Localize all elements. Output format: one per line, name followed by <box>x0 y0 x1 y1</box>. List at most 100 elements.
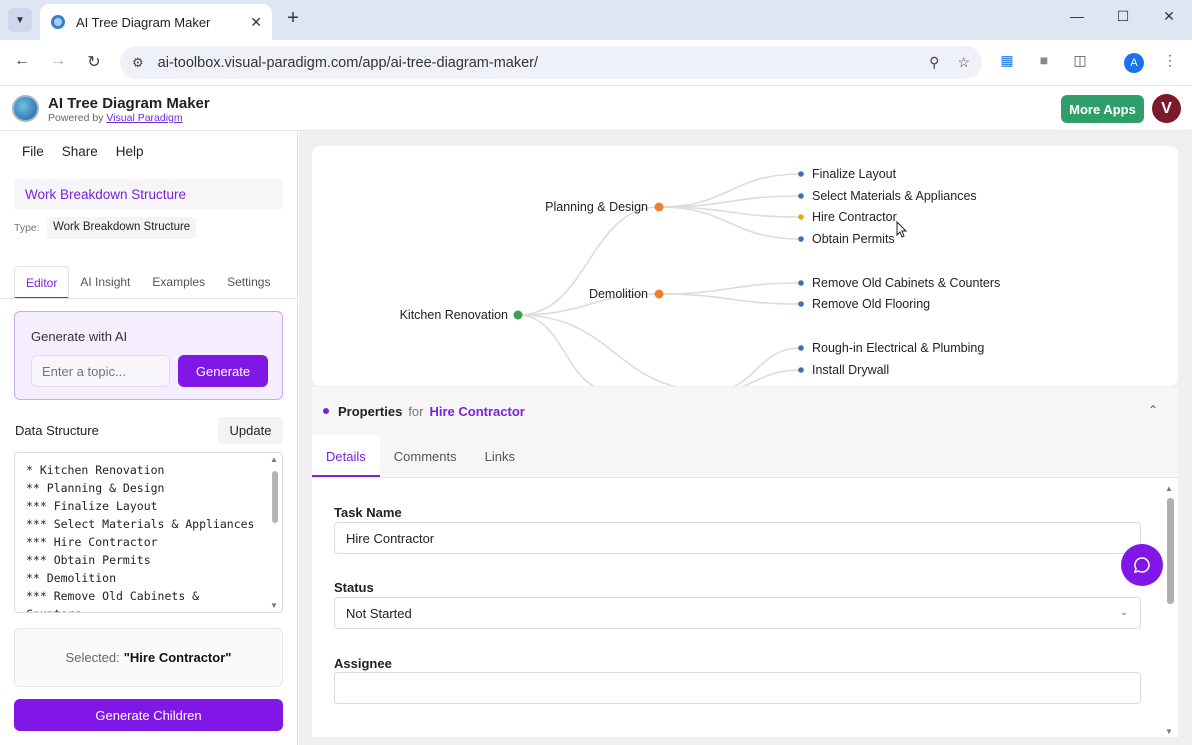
menu-help[interactable]: Help <box>115 144 144 159</box>
powered-by: Powered by Visual Paradigm <box>48 112 183 124</box>
chat-bubble-icon <box>1133 557 1150 574</box>
tree-link <box>517 314 677 386</box>
tree-diagram[interactable]: Kitchen Renovation Planning & Design Final… <box>312 146 1178 386</box>
branch-node-label[interactable]: Planning & Design <box>545 200 648 214</box>
type-value: Work Breakdown Structure <box>47 217 197 239</box>
tree-link <box>658 195 802 208</box>
generate-button[interactable]: Generate <box>178 355 268 387</box>
leaf-node-label[interactable]: Finalize Layout <box>812 167 897 181</box>
chevron-down-icon: ⌄ <box>1119 607 1128 618</box>
sidebar-tabs: Editor AI Insight Examples Settings <box>14 266 284 299</box>
generate-children-button[interactable]: Generate Children <box>14 699 283 731</box>
browser-tab[interactable]: AI Tree Diagram Maker ✕ <box>40 4 272 40</box>
tree-link <box>517 293 660 316</box>
chat-button[interactable] <box>1121 544 1163 586</box>
tab-examples[interactable]: Examples <box>152 275 206 289</box>
url-text[interactable]: ai-toolbox.visual-paradigm.com/app/ai-tr… <box>157 54 539 71</box>
leaf-node-label[interactable]: Remove Old Flooring <box>812 297 930 311</box>
diagram-canvas[interactable]: Kitchen Renovation Planning & Design Final… <box>312 146 1178 386</box>
scroll-up-icon[interactable]: ▲ <box>1165 484 1173 493</box>
menu-file[interactable]: File <box>22 144 44 159</box>
menu-bar: File Share Help <box>22 144 144 159</box>
zoom-icon[interactable]: ⚲ <box>929 54 940 70</box>
topic-input[interactable] <box>31 355 170 387</box>
leaf-node-label[interactable]: Obtain Permits <box>812 232 895 246</box>
leaf-node-dot <box>798 301 804 307</box>
leaf-node-label[interactable]: Hire Contractor <box>812 210 897 224</box>
minimize-icon[interactable]: — <box>1070 8 1084 24</box>
maximize-icon[interactable]: ☐ <box>1116 8 1130 24</box>
textarea-scrollbar[interactable]: ▲ ▼ <box>270 455 280 610</box>
properties-header[interactable]: Properties for Hire Contractor ⌃ <box>312 387 1178 435</box>
address-bar[interactable]: ⚙ ai-toolbox.visual-paradigm.com/app/ai-… <box>120 46 982 79</box>
profile-avatar[interactable]: A <box>1124 53 1144 73</box>
assignee-label: Assignee <box>334 656 392 671</box>
task-name-input[interactable]: Hire Contractor <box>334 522 1141 554</box>
mouse-cursor-icon <box>896 220 908 238</box>
leaf-node-dot <box>798 280 804 286</box>
extensions-puzzle-icon[interactable]: ◫ <box>1073 52 1087 68</box>
scroll-up-icon[interactable]: ▲ <box>270 455 278 464</box>
tab-links[interactable]: Links <box>484 449 515 464</box>
tree-link <box>658 282 802 295</box>
chevron-down-icon: ▼ <box>15 14 25 26</box>
back-arrow-icon[interactable]: ← <box>14 52 30 69</box>
branch-node-label[interactable]: Demolition <box>589 287 648 301</box>
scroll-down-icon[interactable]: ▼ <box>1165 727 1173 736</box>
main-area: Kitchen Renovation Planning & Design Final… <box>299 131 1192 745</box>
extension-icon[interactable]: ▦ <box>1000 52 1014 68</box>
scrollbar-thumb[interactable] <box>1167 498 1174 604</box>
app-header: AI Tree Diagram Maker Powered by Visual … <box>0 87 1192 131</box>
scroll-down-icon[interactable]: ▼ <box>270 601 278 610</box>
close-tab-icon[interactable]: ✕ <box>250 13 262 30</box>
leaf-node-dot <box>798 214 804 220</box>
leaf-node-label[interactable]: Rough-in Electrical & Plumbing <box>812 341 984 355</box>
site-info-icon[interactable]: ⚙ <box>132 54 144 70</box>
tab-search-button[interactable]: ▼ <box>8 8 32 32</box>
tree-link <box>517 206 660 316</box>
menu-share[interactable]: Share <box>61 144 98 159</box>
tree-link <box>732 347 802 386</box>
data-structure-text[interactable]: * Kitchen Renovation ** Planning & Desig… <box>26 463 255 612</box>
tab-comments[interactable]: Comments <box>393 449 457 464</box>
forward-arrow-icon[interactable]: → <box>50 52 66 69</box>
visual-paradigm-link[interactable]: Visual Paradigm <box>106 112 183 124</box>
root-node-dot <box>513 310 523 320</box>
reload-icon[interactable]: ↻ <box>87 54 101 71</box>
tab-ai-insight[interactable]: AI Insight <box>80 275 131 289</box>
type-label: Type: <box>14 222 40 234</box>
properties-for: for <box>408 403 424 419</box>
extension-icon[interactable]: ■ <box>1039 52 1049 68</box>
assignee-input[interactable] <box>334 672 1141 704</box>
chevron-up-icon[interactable]: ⌃ <box>1147 403 1158 417</box>
properties-tabs: Details Comments Links <box>312 435 1178 478</box>
task-name-label: Task Name <box>334 505 402 520</box>
properties-scrollbar[interactable]: ▲ ▼ <box>1165 484 1175 736</box>
leaf-node-label[interactable]: Select Materials & Appliances <box>812 189 977 203</box>
leaf-node-dot <box>798 171 804 177</box>
user-avatar[interactable]: V <box>1152 94 1181 123</box>
tab-editor[interactable]: Editor <box>14 266 70 299</box>
update-button[interactable]: Update <box>218 417 283 444</box>
browser-menu-icon[interactable]: ⋮ <box>1163 52 1177 68</box>
data-structure-textarea[interactable]: * Kitchen Renovation ** Planning & Desig… <box>14 452 283 613</box>
new-tab-button[interactable]: + <box>287 7 299 29</box>
leaf-node-dot <box>798 345 804 351</box>
powered-prefix: Powered by <box>48 112 104 124</box>
leaf-node-label[interactable]: Remove Old Cabinets & Counters <box>812 276 1000 290</box>
scrollbar-thumb[interactable] <box>272 471 278 523</box>
status-select[interactable]: Not Started ⌄ <box>334 597 1141 629</box>
properties-node-name: Hire Contractor <box>429 403 525 419</box>
bookmark-star-icon[interactable]: ☆ <box>957 54 970 70</box>
root-node-label[interactable]: Kitchen Renovation <box>400 308 508 322</box>
tree-link <box>517 314 595 386</box>
browser-toolbar: ← → ↻ ⚙ ai-toolbox.visual-paradigm.com/a… <box>0 40 1192 86</box>
tab-details[interactable]: Details <box>312 435 380 477</box>
tree-link <box>658 173 802 208</box>
site-favicon-icon <box>51 15 65 29</box>
tab-settings[interactable]: Settings <box>227 275 271 289</box>
leaf-node-label[interactable]: Install Drywall <box>812 363 889 377</box>
more-apps-button[interactable]: More Apps <box>1061 95 1144 123</box>
close-window-icon[interactable]: ✕ <box>1163 8 1175 24</box>
diagram-title-field[interactable]: Work Breakdown Structure <box>14 179 283 210</box>
